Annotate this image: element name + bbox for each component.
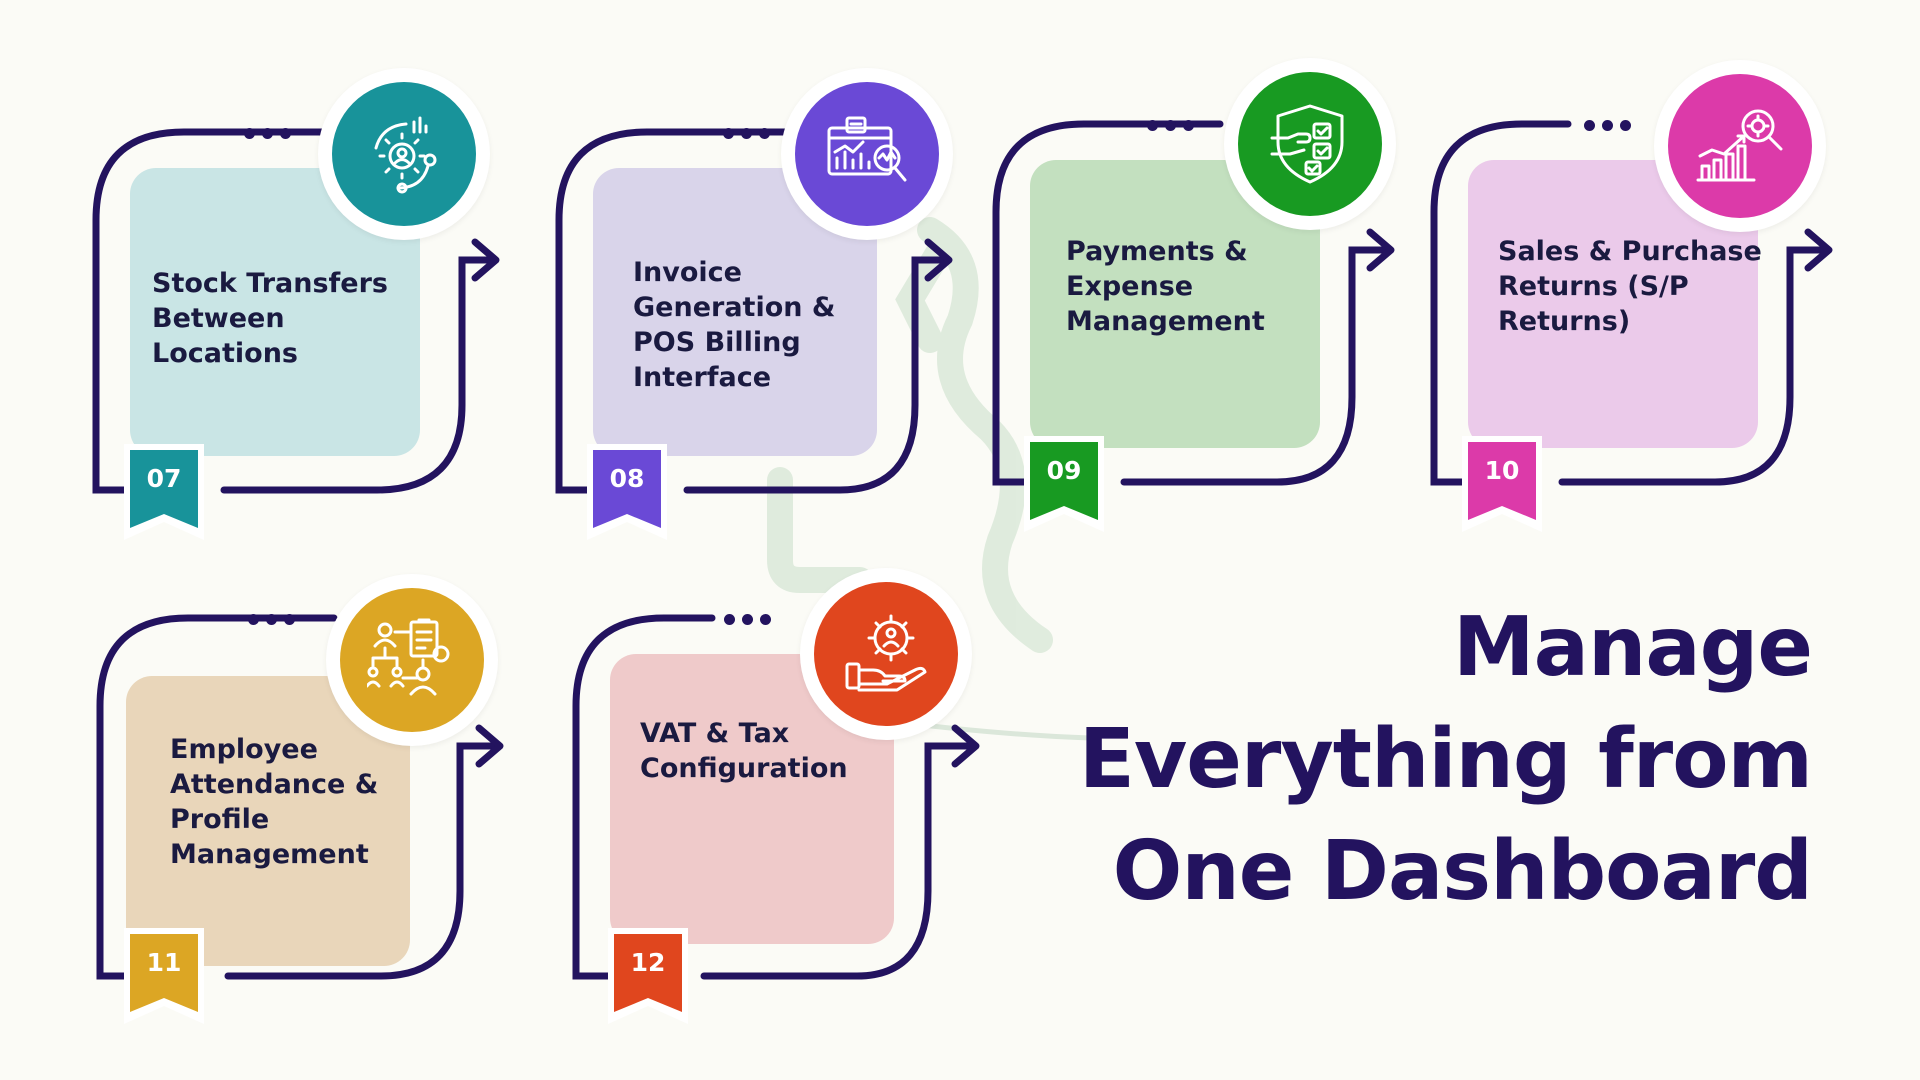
feature-card-09: Payments & Expense Management bbox=[992, 58, 1412, 532]
ellipsis-dots bbox=[248, 614, 295, 625]
step-number: 07 bbox=[146, 464, 182, 493]
step-badge: 07 bbox=[124, 444, 204, 540]
step-number: 10 bbox=[1484, 456, 1520, 485]
card-frame bbox=[555, 128, 953, 494]
feature-card-10: Sales & Purchase Returns (S/P Returns) bbox=[1430, 60, 1850, 532]
feature-card-08: Invoice Generation & POS Billing Interfa… bbox=[555, 68, 975, 540]
step-number: 11 bbox=[146, 948, 182, 977]
step-badge: 09 bbox=[1024, 436, 1104, 532]
card-label: Stock Transfers Between Locations bbox=[152, 268, 388, 369]
card-frame bbox=[92, 128, 500, 494]
gear-user-cycle-icon bbox=[332, 82, 476, 226]
step-badge: 11 bbox=[124, 928, 204, 1024]
card-label: VAT & Tax Configuration bbox=[640, 718, 848, 784]
invoice-chart-magnifier-icon bbox=[795, 82, 939, 226]
ellipsis-dots bbox=[723, 128, 770, 139]
card-frame bbox=[992, 120, 1395, 486]
card-label: Payments & Expense Management bbox=[1066, 236, 1265, 337]
ellipsis-dots bbox=[724, 614, 771, 625]
headline-line-2: Everything from bbox=[1078, 712, 1813, 807]
ellipsis-dots bbox=[1584, 120, 1631, 131]
ellipsis-dots bbox=[244, 128, 291, 139]
headline-line-3: One Dashboard bbox=[1112, 824, 1813, 919]
ellipsis-dots bbox=[1147, 120, 1194, 131]
step-number: 08 bbox=[609, 464, 645, 493]
headline-line-1: Manage bbox=[1453, 600, 1813, 695]
step-badge: 10 bbox=[1462, 436, 1542, 532]
card-label: Employee Attendance & Profile Management bbox=[170, 734, 379, 870]
feature-card-11: Employee Attendance & Profile Management bbox=[96, 556, 516, 1024]
icon-holder bbox=[1224, 58, 1396, 230]
hand-gear-user-icon bbox=[814, 582, 958, 726]
icon-holder bbox=[1654, 60, 1826, 232]
icon-holder bbox=[800, 568, 972, 740]
card-frame bbox=[96, 614, 504, 980]
card-frame bbox=[572, 614, 980, 980]
feature-card-12: VAT & Tax Configuration 12 bbox=[572, 556, 992, 1024]
icon-holder bbox=[318, 68, 490, 240]
step-number: 09 bbox=[1046, 456, 1082, 485]
card-label: Invoice Generation & POS Billing Interfa… bbox=[633, 257, 836, 393]
headline: Manage Everything from One Dashboard bbox=[1052, 592, 1813, 928]
icon-holder bbox=[326, 574, 498, 746]
card-frame bbox=[1430, 120, 1833, 486]
shield-checklist-icon bbox=[1238, 72, 1382, 216]
card-label: Sales & Purchase Returns (S/P Returns) bbox=[1498, 236, 1762, 337]
org-chart-clipboard-icon bbox=[340, 588, 484, 732]
step-badge: 08 bbox=[587, 444, 667, 540]
step-badge: 12 bbox=[608, 928, 688, 1024]
icon-holder bbox=[781, 68, 953, 240]
feature-card-07: Stock Transfers Between Locations bbox=[92, 68, 512, 540]
step-number: 12 bbox=[630, 948, 666, 977]
chart-magnifier-gear-icon bbox=[1668, 74, 1812, 218]
